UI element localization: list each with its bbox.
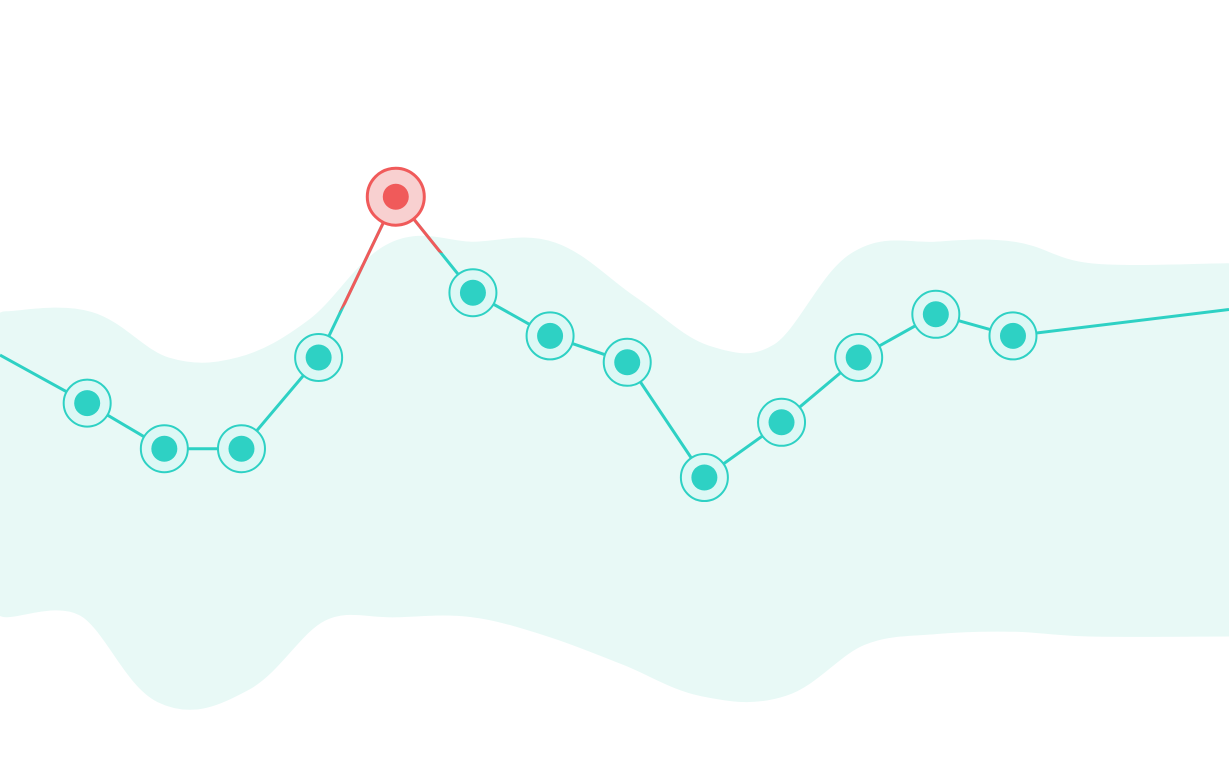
data-point-dot xyxy=(999,322,1026,349)
data-point xyxy=(62,378,112,428)
data-point-dot xyxy=(922,301,949,328)
data-point xyxy=(448,268,498,318)
data-point xyxy=(911,289,961,339)
data-point-dot xyxy=(459,279,486,306)
anomaly-point-dot xyxy=(382,183,409,210)
data-point xyxy=(294,333,344,382)
anomaly-point xyxy=(365,166,426,227)
data-point-dot xyxy=(537,322,564,349)
data-point-dot xyxy=(228,435,255,462)
normal-range-band-layer xyxy=(0,235,1229,710)
data-point xyxy=(139,424,189,474)
data-point xyxy=(679,453,729,502)
data-point-dot xyxy=(305,344,332,371)
data-point-dot xyxy=(614,349,641,376)
data-point xyxy=(834,333,884,382)
data-point-layer xyxy=(62,166,1038,502)
data-point xyxy=(988,311,1038,361)
data-point-dot xyxy=(151,435,178,462)
data-point-dot xyxy=(691,464,718,491)
data-point xyxy=(757,397,807,447)
normal-range-band xyxy=(0,235,1229,710)
data-point-dot xyxy=(74,390,101,417)
data-point xyxy=(525,311,575,361)
data-point xyxy=(602,337,652,387)
data-point xyxy=(216,424,266,474)
data-point-dot xyxy=(768,409,795,436)
data-point-dot xyxy=(845,344,872,371)
